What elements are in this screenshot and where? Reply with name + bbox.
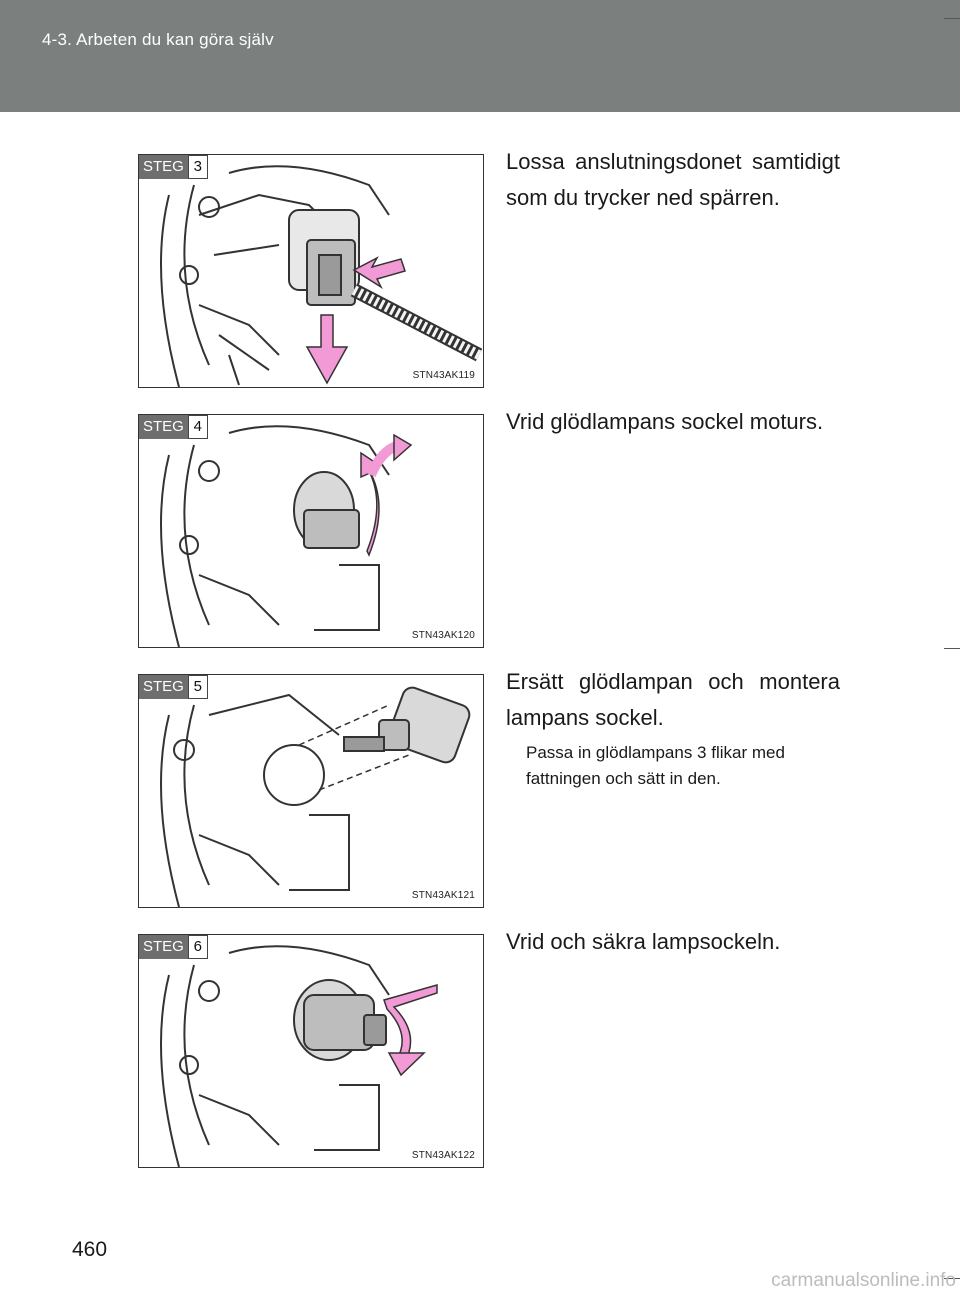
steg-label: STEG [139,155,188,179]
secure-socket-illustration [160,945,438,1167]
figure-code: STN43AK120 [411,630,475,641]
steg-label: STEG [139,415,188,439]
step-text: Vrid glödlampans sockel moturs. [506,409,824,434]
steg-label: STEG [139,675,188,699]
figure-code: STN43AK122 [411,1150,475,1161]
steg-badge: STEG 6 [139,935,208,959]
crop-mark [944,1278,960,1279]
step-note: Passa in glödlampans 3 flikar med fattni… [526,743,785,788]
figure-code: STN43AK121 [411,890,475,901]
steg-badge: STEG 4 [139,415,208,439]
steg-number: 3 [187,155,208,179]
steg-number: 5 [187,675,208,699]
watermark: carmanualsonline.info [771,1270,956,1291]
figure-step-3: STEG 3 [138,154,484,388]
step-text: Lossa anslutningsdonet samtidigt som du … [506,149,840,210]
figure-step-4: STEG 4 STN43AK120 [138,414,484,648]
page-number: 460 [72,1238,108,1261]
crop-mark [944,648,960,649]
steg-number: 4 [187,415,208,439]
step-text: Vrid och säkra lampsockeln. [506,929,781,954]
crop-mark [944,18,960,19]
steg-badge: STEG 5 [139,675,208,699]
bulb-socket-illustration [160,425,413,647]
figure-step-6: STEG 6 STN43AK122 [138,934,484,1168]
bulb-replacement-illustration [160,686,471,907]
steg-number: 6 [187,935,208,959]
section-title: 4-3. Arbeten du kan göra själv [42,30,274,49]
figure-step-5: STEG 5 STN43AK121 [138,674,484,908]
step-text: Ersätt glödlampan och montera lampans so… [506,669,840,730]
headlamp-connector-illustration [160,165,483,387]
page-header: 4-3. Arbeten du kan göra själv [0,0,960,112]
steg-label: STEG [139,935,188,959]
figure-code: STN43AK119 [412,370,475,381]
steg-badge: STEG 3 [139,155,208,179]
